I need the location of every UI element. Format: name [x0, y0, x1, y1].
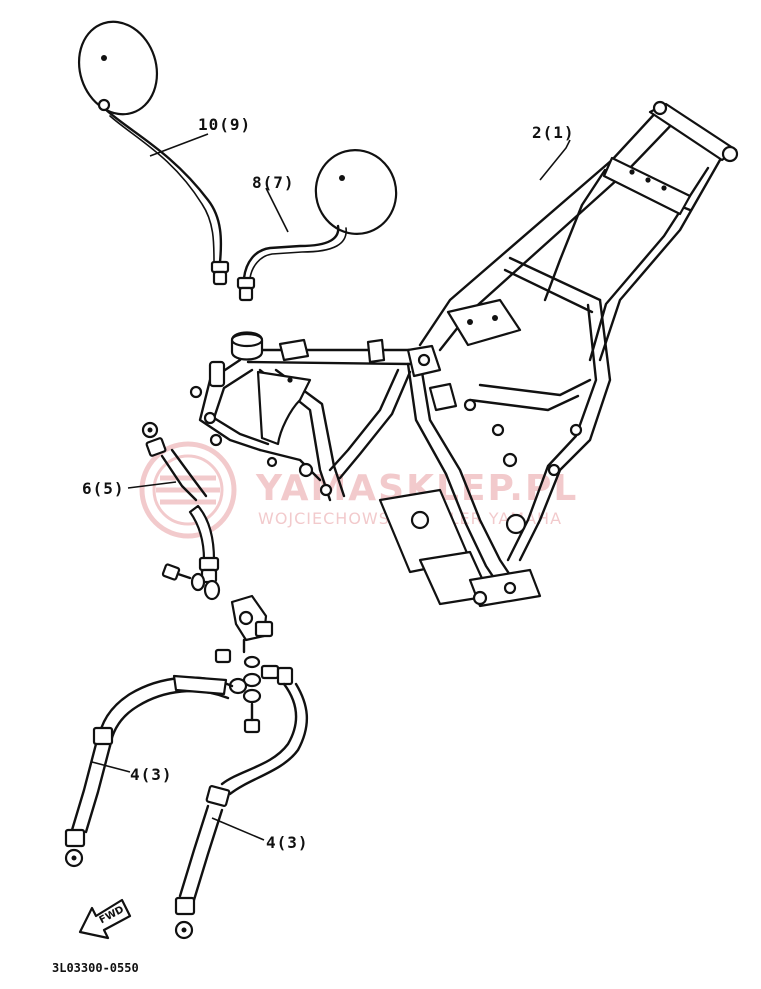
hose-junction[interactable] — [161, 563, 280, 734]
mirror-left[interactable] — [67, 12, 230, 286]
brake-hose-upper[interactable] — [141, 421, 220, 584]
brake-hose-right[interactable] — [174, 666, 309, 940]
callout-frame: 2(1) — [532, 123, 575, 142]
fwd-arrow-icon: FWD — [78, 898, 132, 940]
mirror-right[interactable] — [236, 141, 406, 302]
callout-brake-hose-left: 4(3) — [130, 765, 173, 784]
callout-leaders — [91, 133, 571, 841]
brake-hose-left[interactable] — [64, 674, 234, 868]
watermark-logo-icon — [139, 441, 237, 539]
callout-brake-hose-right: 4(3) — [266, 833, 309, 852]
callout-brake-hose-upper: 6(5) — [82, 479, 125, 498]
callout-mirror-left: 10(9) — [198, 115, 251, 134]
callout-mirror-right: 8(7) — [252, 173, 295, 192]
drawing-code: 3L03300-0550 — [52, 961, 139, 975]
frame[interactable] — [189, 100, 739, 608]
